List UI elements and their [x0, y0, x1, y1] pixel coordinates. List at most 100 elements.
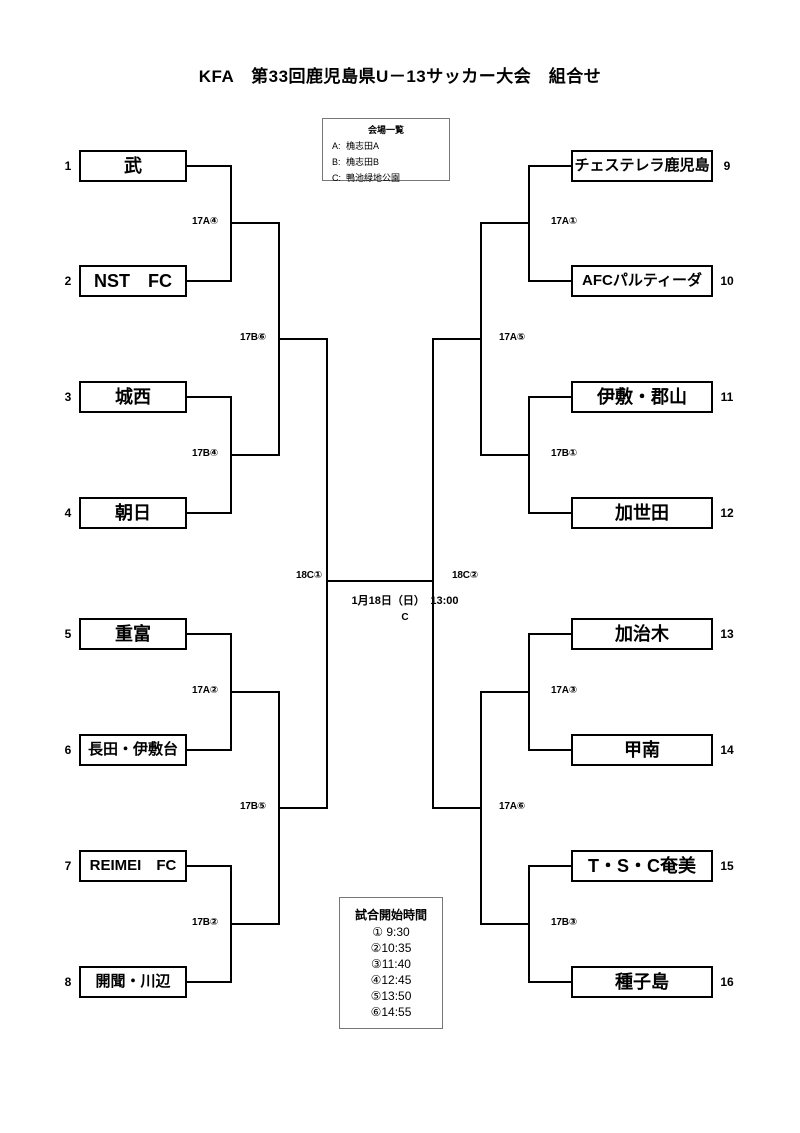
seed-number: 5 — [64, 627, 72, 641]
bracket-line — [528, 280, 573, 282]
bracket-line — [187, 981, 232, 983]
team-box-5[interactable]: 重富 — [79, 618, 187, 650]
bracket-line — [187, 749, 232, 751]
team-box-16[interactable]: 種子島 — [571, 966, 713, 998]
venue-list-box: 会場一覧 A: 桷志田A B: 桷志田B C: 鴨池緑地公園 — [322, 118, 450, 184]
seed-number: 10 — [720, 274, 734, 288]
match-code-17A2: 17A② — [192, 685, 219, 696]
seed-number: 4 — [64, 506, 72, 520]
seed-number: 8 — [64, 975, 72, 989]
match-code-17A4: 17A④ — [192, 216, 219, 227]
venue-row: B: 桷志田B — [332, 155, 449, 168]
team-box-9[interactable]: チェステレラ鹿児島 — [571, 150, 713, 182]
match-code-17A5: 17A⑤ — [499, 332, 526, 343]
team-box-2[interactable]: NST FC — [79, 265, 187, 297]
bracket-line — [480, 691, 530, 693]
team-box-7[interactable]: REIMEI FC — [79, 850, 187, 882]
final-date: 1月18日（日） 13:00 — [351, 595, 459, 607]
venue-name: 桷志田B — [346, 157, 380, 167]
bracket-line — [187, 865, 232, 867]
venue-name: 桷志田A — [346, 141, 380, 151]
bracket-line — [326, 338, 328, 809]
venue-row: A: 桷志田A — [332, 139, 449, 152]
bracket-line — [187, 280, 232, 282]
venue-key: A: — [332, 141, 341, 151]
match-code-17B5: 17B⑤ — [240, 801, 267, 812]
match-time-row: ③11:40 — [371, 957, 411, 971]
bracket-line — [278, 338, 328, 340]
bracket-line — [187, 396, 232, 398]
team-box-3[interactable]: 城西 — [79, 381, 187, 413]
seed-number: 7 — [64, 859, 72, 873]
bracket-line — [230, 691, 280, 693]
team-box-15[interactable]: T・S・C奄美 — [571, 850, 713, 882]
bracket-line — [480, 923, 530, 925]
venue-key: C: — [332, 173, 341, 183]
team-box-12[interactable]: 加世田 — [571, 497, 713, 529]
bracket-line — [528, 633, 573, 635]
seed-number: 1 — [64, 159, 72, 173]
match-time-row: ⑥14:55 — [370, 1005, 412, 1019]
venue-name: 鴨池緑地公園 — [346, 173, 401, 183]
bracket-line — [278, 807, 328, 809]
bracket-line — [432, 338, 482, 340]
match-time-row: ④12:45 — [370, 973, 412, 987]
team-box-11[interactable]: 伊敷・郡山 — [571, 381, 713, 413]
match-time-row: ②10:35 — [370, 941, 412, 955]
match-code-17B3: 17B③ — [551, 917, 578, 928]
match-code-17B2: 17B② — [192, 917, 219, 928]
venue-key: B: — [332, 157, 341, 167]
bracket-line — [480, 454, 530, 456]
team-box-6[interactable]: 長田・伊敷台 — [79, 734, 187, 766]
venue-row: C: 鴨池緑地公園 — [332, 171, 449, 184]
match-code-17A1: 17A① — [551, 216, 578, 227]
match-time-row: ⑤13:50 — [370, 989, 412, 1003]
page-title: KFA 第33回鹿児島県U－13サッカー大会 組合せ — [198, 67, 602, 86]
bracket-line — [230, 222, 280, 224]
match-code-17A6: 17A⑥ — [499, 801, 526, 812]
seed-number: 15 — [720, 859, 734, 873]
bracket-line — [528, 165, 573, 167]
match-code-final-right: 18C② — [452, 570, 479, 581]
seed-number: 3 — [64, 390, 72, 404]
seed-number: 2 — [64, 274, 72, 288]
bracket-line — [326, 580, 386, 582]
match-code-17B6: 17B⑥ — [240, 332, 267, 343]
team-box-14[interactable]: 甲南 — [571, 734, 713, 766]
final-venue: C — [401, 612, 409, 623]
seed-number: 11 — [720, 390, 734, 404]
seed-number: 13 — [720, 627, 734, 641]
seed-number: 9 — [723, 159, 731, 173]
team-box-1[interactable]: 武 — [79, 150, 187, 182]
bracket-line — [187, 512, 232, 514]
bracket-line — [187, 633, 232, 635]
match-code-17B4: 17B④ — [192, 448, 219, 459]
seed-number: 12 — [720, 506, 734, 520]
bracket-line — [480, 222, 530, 224]
match-time-row: ① 9:30 — [372, 925, 410, 939]
bracket-line — [230, 454, 280, 456]
seed-number: 14 — [720, 743, 734, 757]
match-code-final-left: 18C① — [296, 570, 323, 581]
venue-list-heading: 会場一覧 — [367, 125, 404, 135]
team-box-13[interactable]: 加治木 — [571, 618, 713, 650]
match-times-heading: 試合開始時間 — [354, 908, 427, 922]
bracket-line — [528, 981, 573, 983]
bracket-line — [528, 865, 573, 867]
bracket-line — [230, 923, 280, 925]
bracket-line — [374, 580, 434, 582]
match-code-17B1: 17B① — [551, 448, 578, 459]
seed-number: 16 — [720, 975, 734, 989]
bracket-line — [528, 396, 573, 398]
bracket-line — [432, 338, 434, 809]
bracket-line — [432, 807, 482, 809]
team-box-10[interactable]: AFCパルティーダ — [571, 265, 713, 297]
bracket-line — [528, 749, 573, 751]
team-box-4[interactable]: 朝日 — [79, 497, 187, 529]
bracket-line — [528, 512, 573, 514]
seed-number: 6 — [64, 743, 72, 757]
team-box-8[interactable]: 開聞・川辺 — [79, 966, 187, 998]
match-times-box: 試合開始時間 ① 9:30 ②10:35 ③11:40 ④12:45 ⑤13:5… — [339, 897, 443, 1029]
bracket-line — [187, 165, 232, 167]
